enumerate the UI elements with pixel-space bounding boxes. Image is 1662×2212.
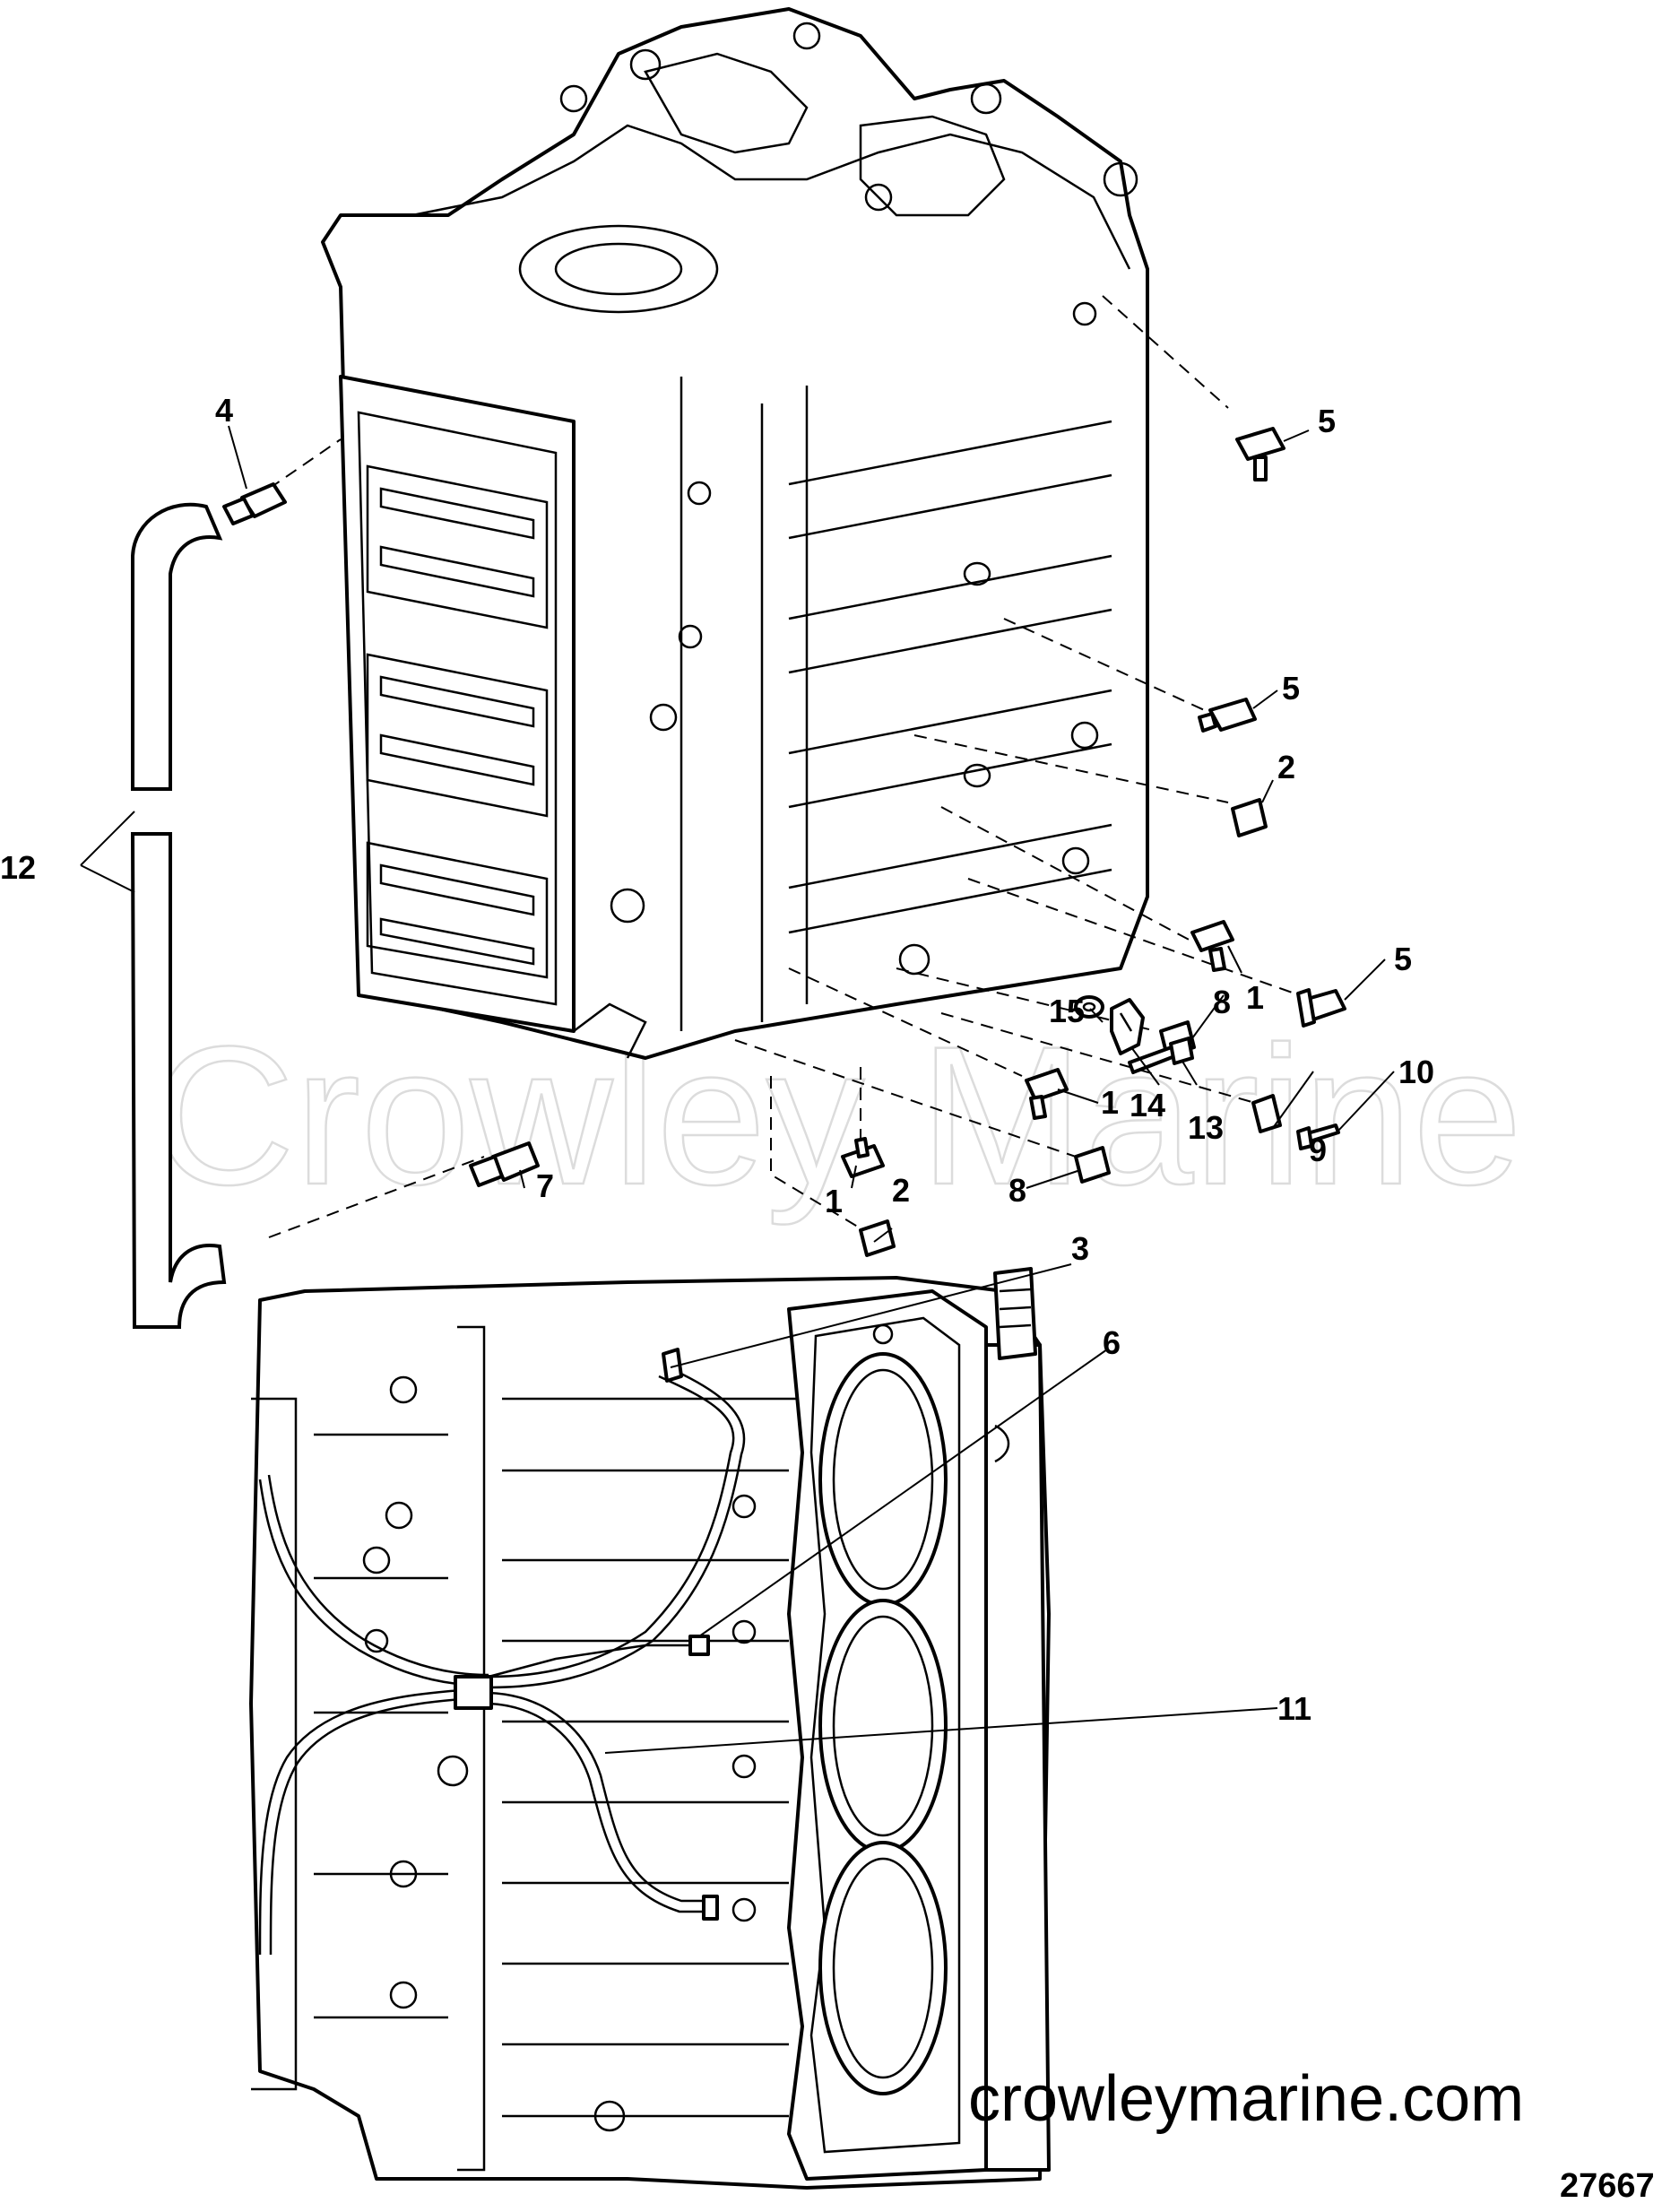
- callout-1-right: 1: [1246, 979, 1264, 1016]
- watermark: Crowley Marine: [152, 1005, 1522, 1226]
- callout-5-middle: 5: [1282, 670, 1300, 707]
- washer-15: [1074, 995, 1104, 1019]
- clamp-9: [1251, 1094, 1282, 1133]
- callout-3: 3: [1071, 1230, 1089, 1267]
- leader-lines: [80, 425, 1395, 1754]
- callout-1-center: 1: [1101, 1084, 1119, 1121]
- callout-9: 9: [1309, 1132, 1327, 1168]
- fitting-1-left: [841, 1137, 885, 1178]
- reed-cage-2: [366, 653, 549, 818]
- callout-8-upper: 8: [1213, 984, 1231, 1020]
- callout-2-upper: 2: [1277, 749, 1295, 785]
- website-watermark: crowleymarine.com: [968, 2063, 1524, 2135]
- callout-14: 14: [1130, 1087, 1165, 1123]
- callout-15: 15: [1049, 993, 1085, 1029]
- fitting-5-lower: [1296, 988, 1346, 1028]
- figure-number: 27667: [1560, 2167, 1655, 2205]
- lower-cylinder-block: [249, 1267, 1051, 2190]
- fitting-1-right: [1190, 920, 1234, 972]
- fitting-5-middle: [1198, 698, 1257, 733]
- callout-1-left: 1: [825, 1183, 843, 1219]
- fitting-1-center: [1025, 1068, 1069, 1120]
- hose-harness: [258, 1348, 746, 1956]
- callout-13: 13: [1188, 1109, 1224, 1146]
- callout-11: 11: [1277, 1690, 1311, 1727]
- fitting-7: [469, 1141, 540, 1187]
- screw-13: [1128, 1037, 1194, 1074]
- callout-7: 7: [536, 1167, 554, 1204]
- reed-cage-1: [366, 464, 549, 629]
- callout-5-lower: 5: [1394, 941, 1412, 977]
- upper-cylinder-block: [321, 7, 1149, 1060]
- fitting-5-upper: [1235, 427, 1285, 481]
- fitting-4: [222, 482, 287, 525]
- hose-12: [130, 502, 227, 1329]
- callout-6: 6: [1103, 1324, 1121, 1361]
- clamp-14: [1110, 998, 1145, 1055]
- screw-10: [1296, 1123, 1340, 1150]
- callout-8-lower: 8: [1008, 1172, 1026, 1209]
- plug-2-upper: [1231, 798, 1268, 837]
- callout-12: 12: [0, 849, 36, 886]
- reed-cage-3: [366, 841, 549, 979]
- plug-8-lower: [1074, 1146, 1111, 1184]
- plug-2-lower: [859, 1219, 896, 1257]
- assembly-lines-upper: [268, 295, 1301, 1238]
- callout-10: 10: [1398, 1054, 1434, 1090]
- callouts: 4 5 5 2 1 5 15 8 14 13 10 9 1 8 1 2 7 12…: [0, 392, 1434, 1727]
- callout-4: 4: [215, 392, 233, 429]
- callout-2-lower: 2: [892, 1172, 910, 1209]
- callout-5-upper: 5: [1318, 403, 1336, 439]
